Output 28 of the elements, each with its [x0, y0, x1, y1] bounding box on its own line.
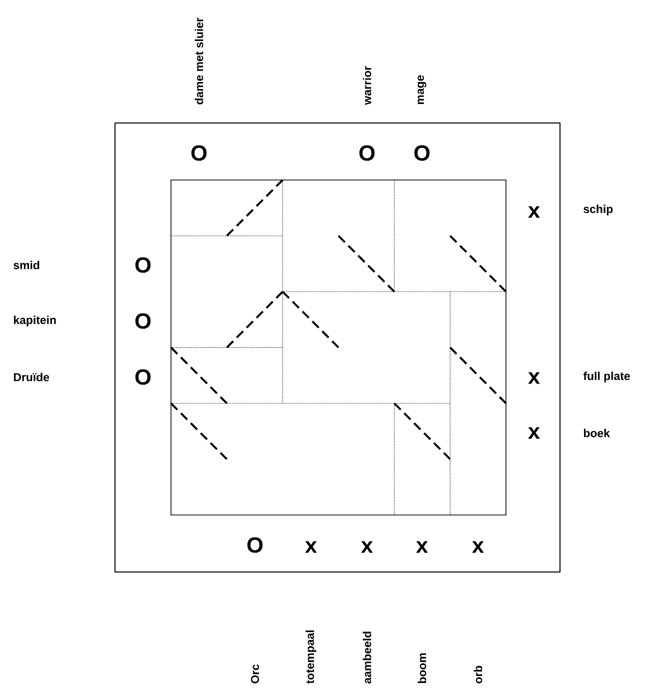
- item-label: dame met sluier: [194, 18, 204, 104]
- item-label: smid: [14, 260, 40, 270]
- item-label: Orc: [250, 664, 260, 684]
- item-label: schip: [584, 204, 613, 216]
- clue-letter: x: [416, 541, 428, 553]
- item-label: aambeeld: [362, 632, 372, 684]
- clue-letter: x: [528, 206, 540, 218]
- clue-letter: x: [472, 541, 484, 553]
- clue-letter: x: [361, 541, 373, 553]
- item-label: kapitein: [14, 316, 56, 326]
- clue-letter: x: [528, 427, 540, 439]
- clue-letter: O: [359, 145, 375, 161]
- item-label: boom: [418, 653, 426, 684]
- item-label: boek: [584, 428, 610, 438]
- clue-letter: O: [135, 313, 151, 329]
- item-label: orb: [474, 666, 482, 684]
- item-label: Druïde: [14, 372, 50, 382]
- clue-letter: x: [528, 372, 540, 384]
- clue-letter: O: [247, 537, 263, 553]
- clue-letter: O: [135, 369, 151, 385]
- item-label: warrior: [362, 66, 372, 105]
- item-label: full plate: [583, 372, 630, 382]
- clue-letter: x: [305, 541, 317, 553]
- item-label: totempaal: [306, 630, 316, 684]
- clue-letter: O: [191, 145, 207, 161]
- item-label: mage: [418, 75, 426, 104]
- clue-letter: O: [414, 145, 430, 161]
- clue-letter: O: [135, 257, 151, 273]
